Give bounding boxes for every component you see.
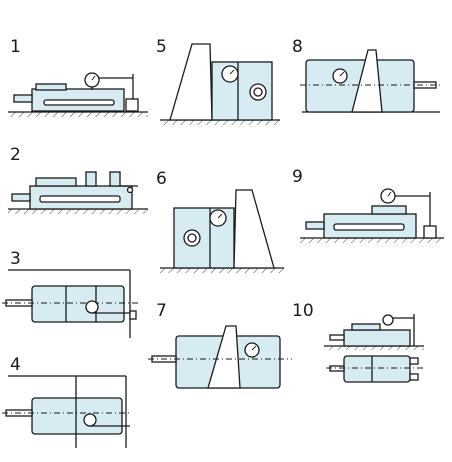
angle-plate xyxy=(207,325,241,389)
vise-body xyxy=(343,329,411,347)
figure-6: 6 xyxy=(156,169,284,273)
vise-slot xyxy=(43,99,115,106)
vise-top-view xyxy=(343,355,411,383)
dial-needle xyxy=(217,213,223,219)
dial-indicator xyxy=(83,413,97,427)
label-10: 10 xyxy=(292,301,314,321)
label-3: 3 xyxy=(10,249,21,269)
probe-tip xyxy=(126,186,134,194)
dial-needle xyxy=(339,71,345,77)
ground-hatch xyxy=(160,268,284,273)
figure-1: 1 xyxy=(8,37,148,117)
vise-top-view xyxy=(31,285,125,323)
label-9: 9 xyxy=(292,167,303,187)
dial-needle xyxy=(387,191,392,197)
indicator-base xyxy=(125,98,139,112)
label-2: 2 xyxy=(10,145,21,165)
ground-hatch xyxy=(300,238,444,243)
figure-3: 3 xyxy=(2,249,138,338)
spindle-bore xyxy=(187,233,197,243)
dial-needle xyxy=(229,69,235,75)
indicator-base xyxy=(129,310,137,320)
dial-indicator xyxy=(382,314,394,326)
label-7: 7 xyxy=(156,301,167,321)
ground-hatch xyxy=(160,120,280,125)
ground-hatch xyxy=(324,346,424,350)
spindle-bore xyxy=(253,87,263,97)
vise-jaw-left xyxy=(35,177,77,187)
ground-hatch xyxy=(8,112,148,117)
figure-2: 2 xyxy=(8,145,148,214)
figure-7: 7 xyxy=(148,301,292,389)
vise-spindle xyxy=(11,193,31,202)
vise-spindle xyxy=(305,221,325,230)
angle-plate xyxy=(169,43,213,121)
label-8: 8 xyxy=(292,37,303,57)
vise-spindle xyxy=(329,334,345,341)
dial-needle xyxy=(91,75,96,81)
dial-indicator xyxy=(85,300,99,314)
vise-spindle xyxy=(13,94,33,103)
indicator-base xyxy=(423,225,437,239)
clamp-a xyxy=(409,357,419,365)
vise-slot xyxy=(333,223,405,231)
angle-plate xyxy=(351,49,383,113)
figure-9: 9 xyxy=(292,167,444,243)
vise-jaw xyxy=(371,205,407,215)
figure-4: 4 xyxy=(2,355,130,448)
angle-plate xyxy=(233,189,275,269)
label-6: 6 xyxy=(156,169,167,189)
dial-needle xyxy=(251,345,257,351)
figure-5: 5 xyxy=(156,37,280,125)
vise-jaw-post-a xyxy=(85,171,97,187)
figure-8: 8 xyxy=(292,37,442,113)
ground-hatch xyxy=(8,209,148,214)
vise-slot xyxy=(39,195,121,203)
vise-jaw xyxy=(351,323,381,331)
label-4: 4 xyxy=(10,355,21,375)
clamp-b xyxy=(409,373,419,381)
vise-jaw xyxy=(35,83,67,91)
label-1: 1 xyxy=(10,37,21,57)
vise-jaw-post-b xyxy=(109,171,121,187)
label-5: 5 xyxy=(156,37,167,57)
vise-top-view xyxy=(31,397,123,435)
figure-10: 10 xyxy=(292,301,424,383)
vise-spindle-top xyxy=(329,365,345,372)
